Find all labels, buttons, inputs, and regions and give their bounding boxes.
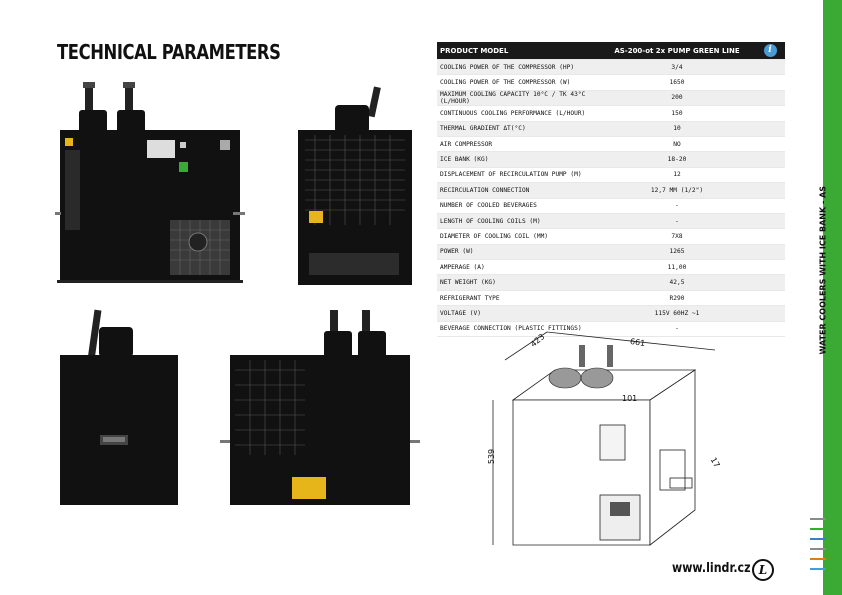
- row-label: ICE BANK (KG): [437, 151, 599, 168]
- row-value: 10: [599, 121, 755, 137]
- row-spacer: [755, 90, 785, 107]
- row-value: 12,7 MM (1/2"): [599, 182, 755, 199]
- row-spacer: [755, 259, 785, 276]
- product-model-value: AS-200-ot 2x PUMP GREEN LINE: [614, 46, 740, 55]
- row-label: REFRIGERANT TYPE: [437, 290, 599, 307]
- row-label: VOLTAGE (V): [437, 305, 599, 322]
- row-value: 1265: [599, 244, 755, 261]
- color-line: [810, 538, 826, 540]
- row-spacer: [755, 136, 785, 153]
- row-spacer: [755, 305, 785, 322]
- lindr-logo: L: [752, 559, 774, 581]
- color-lines: [810, 518, 826, 578]
- page-title: TECHNICAL PARAMETERS: [57, 40, 281, 64]
- row-value: 150: [599, 105, 755, 122]
- row-label: DIAMETER OF COOLING COIL (MM): [437, 228, 599, 245]
- row-spacer: [755, 105, 785, 122]
- side-view-image: [60, 309, 178, 505]
- color-line: [810, 568, 826, 570]
- row-spacer: [755, 182, 785, 199]
- row-label: POWER (W): [437, 244, 599, 261]
- row-spacer: [755, 59, 785, 76]
- row-value: -: [599, 321, 755, 338]
- table-row: COOLING POWER OF THE COMPRESSOR (W)1650: [437, 74, 785, 91]
- row-label: LENGTH OF COOLING COILS (M): [437, 213, 599, 230]
- row-label: COOLING POWER OF THE COMPRESSOR (W): [437, 74, 599, 91]
- row-label: AIR COMPRESSOR: [437, 136, 599, 153]
- row-spacer: [755, 321, 785, 338]
- row-spacer: [755, 151, 785, 168]
- color-line: [810, 558, 826, 560]
- row-value: 3/4: [599, 59, 755, 76]
- row-value: 200: [599, 90, 755, 107]
- row-value: 115V 60HZ ~1: [599, 305, 755, 322]
- row-label: NET WEIGHT (KG): [437, 274, 599, 291]
- back-view-image: [298, 86, 412, 285]
- header-value: AS-200-ot 2x PUMP GREEN LINE: [599, 42, 755, 60]
- row-value: 42,5: [599, 274, 755, 291]
- table-row: DISPLACEMENT OF RECIRCULATION PUMP (M)12: [437, 167, 785, 184]
- accent-bar: [823, 0, 842, 595]
- dimension-width: 661: [629, 336, 646, 349]
- info-icon[interactable]: i: [763, 44, 777, 57]
- row-spacer: [755, 213, 785, 230]
- side-label-text: WATER COOLERS WITH ICE BANK - AS: [818, 185, 828, 355]
- website-link[interactable]: www.lindr.cz: [672, 561, 751, 576]
- row-spacer: [755, 74, 785, 91]
- table-row: LENGTH OF COOLING COILS (M)-: [437, 213, 785, 230]
- dimension-pump: 101: [622, 394, 638, 403]
- table-row: ICE BANK (KG)18-20: [437, 151, 785, 168]
- table-row: NUMBER OF COOLED BEVERAGES-: [437, 198, 785, 214]
- row-value: R290: [599, 290, 755, 307]
- color-line: [810, 518, 826, 520]
- header-label: PRODUCT MODEL: [437, 42, 599, 60]
- row-label: COOLING POWER OF THE COMPRESSOR (HP): [437, 59, 599, 76]
- row-label: NUMBER OF COOLED BEVERAGES: [437, 198, 599, 214]
- rear-side-view-image: [220, 310, 420, 505]
- row-spacer: [755, 167, 785, 184]
- row-value: NO: [599, 136, 755, 153]
- row-label: MAXIMUM COOLING CAPACITY 10°C / TK 43°C …: [437, 90, 599, 107]
- table-row: AMPERAGE (A)11,00: [437, 259, 785, 276]
- row-spacer: [755, 290, 785, 307]
- table-row: COOLING POWER OF THE COMPRESSOR (HP)3/4: [437, 59, 785, 76]
- color-line: [810, 548, 826, 550]
- table-row: CONTINUOUS COOLING PERFORMANCE (L/HOUR)1…: [437, 105, 785, 122]
- table-header-row: PRODUCT MODEL AS-200-ot 2x PUMP GREEN LI…: [437, 42, 785, 60]
- table-row: DIAMETER OF COOLING COIL (MM)7X8: [437, 228, 785, 245]
- table-row: MAXIMUM COOLING CAPACITY 10°C / TK 43°C …: [437, 90, 785, 107]
- row-spacer: [755, 121, 785, 137]
- row-label: THERMAL GRADIENT ΔT(°C): [437, 121, 599, 137]
- color-line: [810, 528, 826, 530]
- dimension-height: 539: [487, 448, 497, 465]
- row-spacer: [755, 228, 785, 245]
- row-value: -: [599, 213, 755, 230]
- dimension-drawing: [492, 331, 716, 546]
- row-label: RECIRCULATION CONNECTION: [437, 182, 599, 199]
- row-value: -: [599, 198, 755, 214]
- row-spacer: [755, 244, 785, 261]
- row-value: 1650: [599, 74, 755, 91]
- row-value: 7X8: [599, 228, 755, 245]
- row-value: 18-20: [599, 151, 755, 168]
- row-spacer: [755, 274, 785, 291]
- row-value: 12: [599, 167, 755, 184]
- row-label: AMPERAGE (A): [437, 259, 599, 276]
- row-label: CONTINUOUS COOLING PERFORMANCE (L/HOUR): [437, 105, 599, 122]
- row-spacer: [755, 198, 785, 214]
- spec-table: PRODUCT MODEL AS-200-ot 2x PUMP GREEN LI…: [437, 42, 785, 338]
- row-label: DISPLACEMENT OF RECIRCULATION PUMP (M): [437, 167, 599, 184]
- table-row: NET WEIGHT (KG)42,5: [437, 274, 785, 291]
- table-row: VOLTAGE (V)115V 60HZ ~1: [437, 305, 785, 322]
- table-row: THERMAL GRADIENT ΔT(°C)10: [437, 121, 785, 137]
- side-label: WATER COOLERS WITH ICE BANK - AS: [808, 185, 838, 365]
- row-value: 11,00: [599, 259, 755, 276]
- front-view-image: [55, 82, 245, 283]
- header-icon-cell: i: [755, 42, 785, 60]
- table-row: POWER (W)1265: [437, 244, 785, 261]
